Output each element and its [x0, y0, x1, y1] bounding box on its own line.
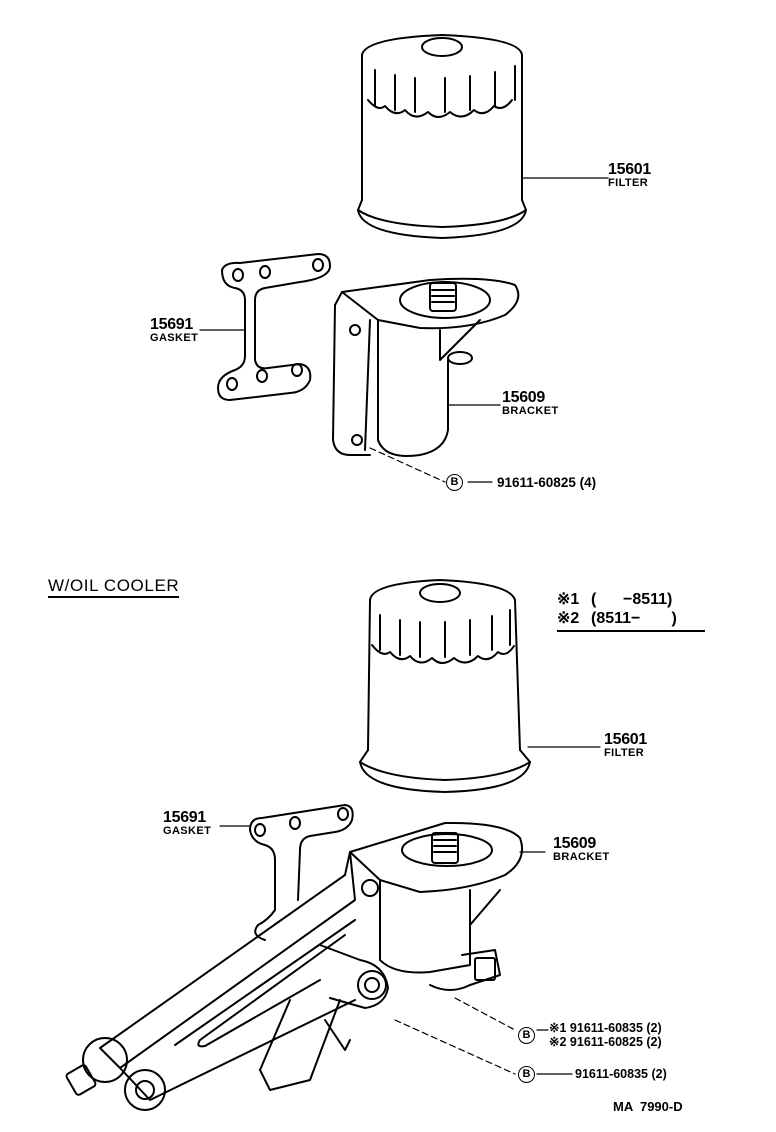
part-name: GASKET: [150, 332, 199, 344]
part-name: BRACKET: [502, 405, 559, 417]
upper-gasket-label: 15691 GASKET: [150, 317, 198, 344]
lower-bolt-callout-2: B 91611-60835 (2): [518, 1066, 667, 1083]
part-name: FILTER: [608, 177, 649, 189]
part-name: GASKET: [163, 825, 212, 837]
lower-filter-drawing: [359, 579, 601, 793]
bolt-variant: ※1 91611-60835 (2): [549, 1021, 662, 1035]
variant-key: ※2: [549, 1035, 567, 1049]
lower-filter-label: 15601 FILTER: [604, 732, 647, 759]
bolt-variant-list: ※1 91611-60835 (2) ※2 91611-60825 (2): [549, 1021, 662, 1049]
upper-bolt-callout: B 91611-60825 (4): [446, 474, 596, 491]
part-number: 15609: [502, 389, 545, 406]
part-name: BRACKET: [553, 851, 610, 863]
bolt-part-number: 91611-60825 (4): [497, 474, 597, 490]
section-title: W/OIL COOLER: [48, 577, 180, 598]
part-name: FILTER: [604, 747, 645, 759]
bolt-part-number: 91611-60835 (2): [575, 1067, 667, 1082]
variant-key: ※1: [549, 1021, 567, 1035]
legend-range: ( −8511): [591, 591, 673, 608]
date-range-legend: ※1 ( −8511) ※2 (8511− ): [557, 590, 705, 632]
lower-gasket-label: 15691 GASKET: [163, 810, 211, 837]
part-number: 15609: [553, 835, 596, 852]
bolt-variant: ※2 91611-60825 (2): [549, 1035, 662, 1049]
variant-part-number: 91611-60835 (2): [569, 1021, 662, 1035]
lower-bracket-label: 15609 BRACKET: [553, 836, 610, 863]
bolt-marker-b: B: [518, 1026, 535, 1044]
lower-gasket-drawing: [219, 804, 354, 941]
legend-row: ※1 ( −8511): [557, 590, 705, 609]
legend-key: ※2: [557, 610, 580, 627]
legend-row: ※2 (8511− ): [557, 609, 705, 628]
bolt-marker-b: B: [446, 474, 463, 491]
upper-filter-drawing: [357, 34, 609, 239]
part-number: 15691: [163, 809, 206, 826]
upper-filter-label: 15601 FILTER: [608, 162, 651, 189]
legend-key: ※1: [557, 591, 580, 608]
legend-range: (8511− ): [591, 610, 677, 627]
upper-gasket-drawing: [199, 253, 331, 401]
part-number: 15691: [150, 316, 193, 333]
variant-part-number: 91611-60825 (2): [569, 1035, 662, 1049]
lower-bracket-drawing: [65, 821, 546, 1111]
bolt-marker-b: B: [518, 1066, 535, 1083]
lower-bolt-callout-1: B ※1 91611-60835 (2) ※2 91611-60825 (2): [518, 1021, 662, 1049]
drawing-code: MA 7990-D: [613, 1099, 683, 1114]
part-number: 15601: [604, 731, 647, 748]
part-number: 15601: [608, 161, 651, 178]
upper-bracket-label: 15609 BRACKET: [502, 390, 559, 417]
upper-bracket-drawing: [332, 277, 520, 483]
